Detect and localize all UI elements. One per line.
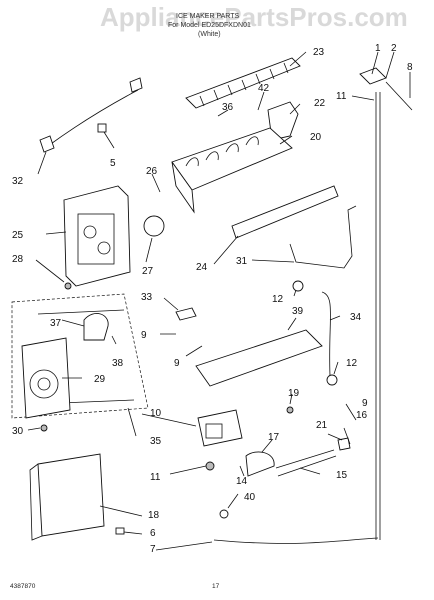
part-screw-19 bbox=[286, 406, 294, 414]
page-number: 17 bbox=[212, 583, 220, 590]
part-cover-18 bbox=[37, 453, 105, 537]
part-control bbox=[21, 337, 71, 419]
part-heater bbox=[231, 185, 339, 239]
callout-36: 36 bbox=[222, 102, 234, 113]
part-switch-37 bbox=[83, 313, 109, 341]
callout-42: 42 bbox=[258, 83, 270, 94]
callout-26: 26 bbox=[146, 166, 158, 177]
callout-1: 1 bbox=[375, 43, 381, 54]
part-screw-30 bbox=[40, 424, 48, 432]
part-grommet-12b bbox=[326, 374, 338, 386]
part-ejector bbox=[185, 57, 301, 109]
callout-14: 14 bbox=[236, 476, 248, 487]
callout-19: 19 bbox=[288, 388, 300, 399]
callout-6: 6 bbox=[150, 528, 156, 539]
callout-7: 7 bbox=[150, 544, 156, 555]
diagram-title: ICE MAKER PARTS bbox=[176, 13, 239, 20]
part-shield bbox=[195, 329, 323, 387]
callout-labels: 1 2 8 11 23 42 36 22 20 5 32 26 25 27 28… bbox=[12, 43, 413, 555]
part-clip bbox=[97, 123, 107, 133]
callout-11a: 11 bbox=[336, 91, 347, 102]
part-harness bbox=[47, 89, 139, 147]
part-water-valve bbox=[197, 409, 243, 447]
part-17-elbow bbox=[245, 451, 275, 477]
callout-38: 38 bbox=[112, 358, 124, 369]
part-harness-plug-2 bbox=[129, 77, 143, 93]
part-module bbox=[63, 185, 131, 287]
part-fill-tube-7 bbox=[213, 537, 379, 544]
callout-12b: 12 bbox=[346, 358, 358, 369]
part-fitting-8 bbox=[385, 81, 413, 111]
part-grommet-12a bbox=[292, 280, 304, 292]
callout-35: 35 bbox=[150, 436, 162, 447]
part-21 bbox=[337, 437, 351, 451]
callout-29: 29 bbox=[94, 374, 106, 385]
callout-2: 2 bbox=[391, 43, 397, 54]
document-code: 4387870 bbox=[10, 583, 36, 590]
leader-lines bbox=[27, 51, 411, 551]
callout-23: 23 bbox=[313, 47, 325, 58]
callout-17: 17 bbox=[268, 432, 280, 443]
part-11-clamp bbox=[205, 461, 215, 471]
callout-16: 16 bbox=[356, 410, 368, 421]
callout-24: 24 bbox=[196, 262, 208, 273]
callout-8: 8 bbox=[407, 62, 413, 73]
callout-20: 20 bbox=[310, 132, 322, 143]
callout-11b: 11 bbox=[150, 472, 161, 483]
part-15-tube bbox=[275, 449, 337, 477]
part-6 bbox=[115, 527, 125, 535]
callout-40: 40 bbox=[244, 492, 256, 503]
callout-33: 33 bbox=[141, 292, 153, 303]
part-fill-tube-34 bbox=[321, 291, 331, 377]
callout-12a: 12 bbox=[272, 294, 284, 305]
part-mold bbox=[171, 127, 293, 214]
part-harness-plug bbox=[39, 135, 55, 153]
callout-32: 32 bbox=[12, 176, 24, 187]
callout-5: 5 bbox=[110, 158, 116, 169]
callout-30: 30 bbox=[12, 426, 24, 437]
part-cover-18-side bbox=[29, 463, 43, 541]
callout-37: 37 bbox=[50, 318, 62, 329]
part-40 bbox=[219, 509, 229, 519]
callout-39: 39 bbox=[292, 306, 304, 317]
callout-28: 28 bbox=[12, 254, 24, 265]
part-supply-tube bbox=[375, 92, 381, 540]
callout-27: 27 bbox=[142, 266, 154, 277]
model-number: For Model ED25DFXDN01 bbox=[168, 22, 251, 29]
watermark: AppliancePartsPros.com bbox=[100, 2, 408, 32]
callout-15: 15 bbox=[336, 470, 348, 481]
color-variant: (White) bbox=[198, 31, 221, 38]
callout-31: 31 bbox=[236, 256, 248, 267]
part-motor bbox=[143, 215, 165, 237]
callout-18: 18 bbox=[148, 510, 160, 521]
callout-22: 22 bbox=[314, 98, 326, 109]
callout-9a: 9 bbox=[141, 330, 147, 341]
callout-10: 10 bbox=[150, 408, 162, 419]
part-screw-28 bbox=[64, 282, 72, 290]
callout-9c: 9 bbox=[362, 398, 368, 409]
part-33 bbox=[175, 307, 197, 321]
callout-25: 25 bbox=[12, 230, 24, 241]
callout-9b: 9 bbox=[174, 358, 180, 369]
callout-21: 21 bbox=[316, 420, 328, 431]
part-wire-arm bbox=[289, 205, 357, 269]
callout-34: 34 bbox=[350, 312, 362, 323]
